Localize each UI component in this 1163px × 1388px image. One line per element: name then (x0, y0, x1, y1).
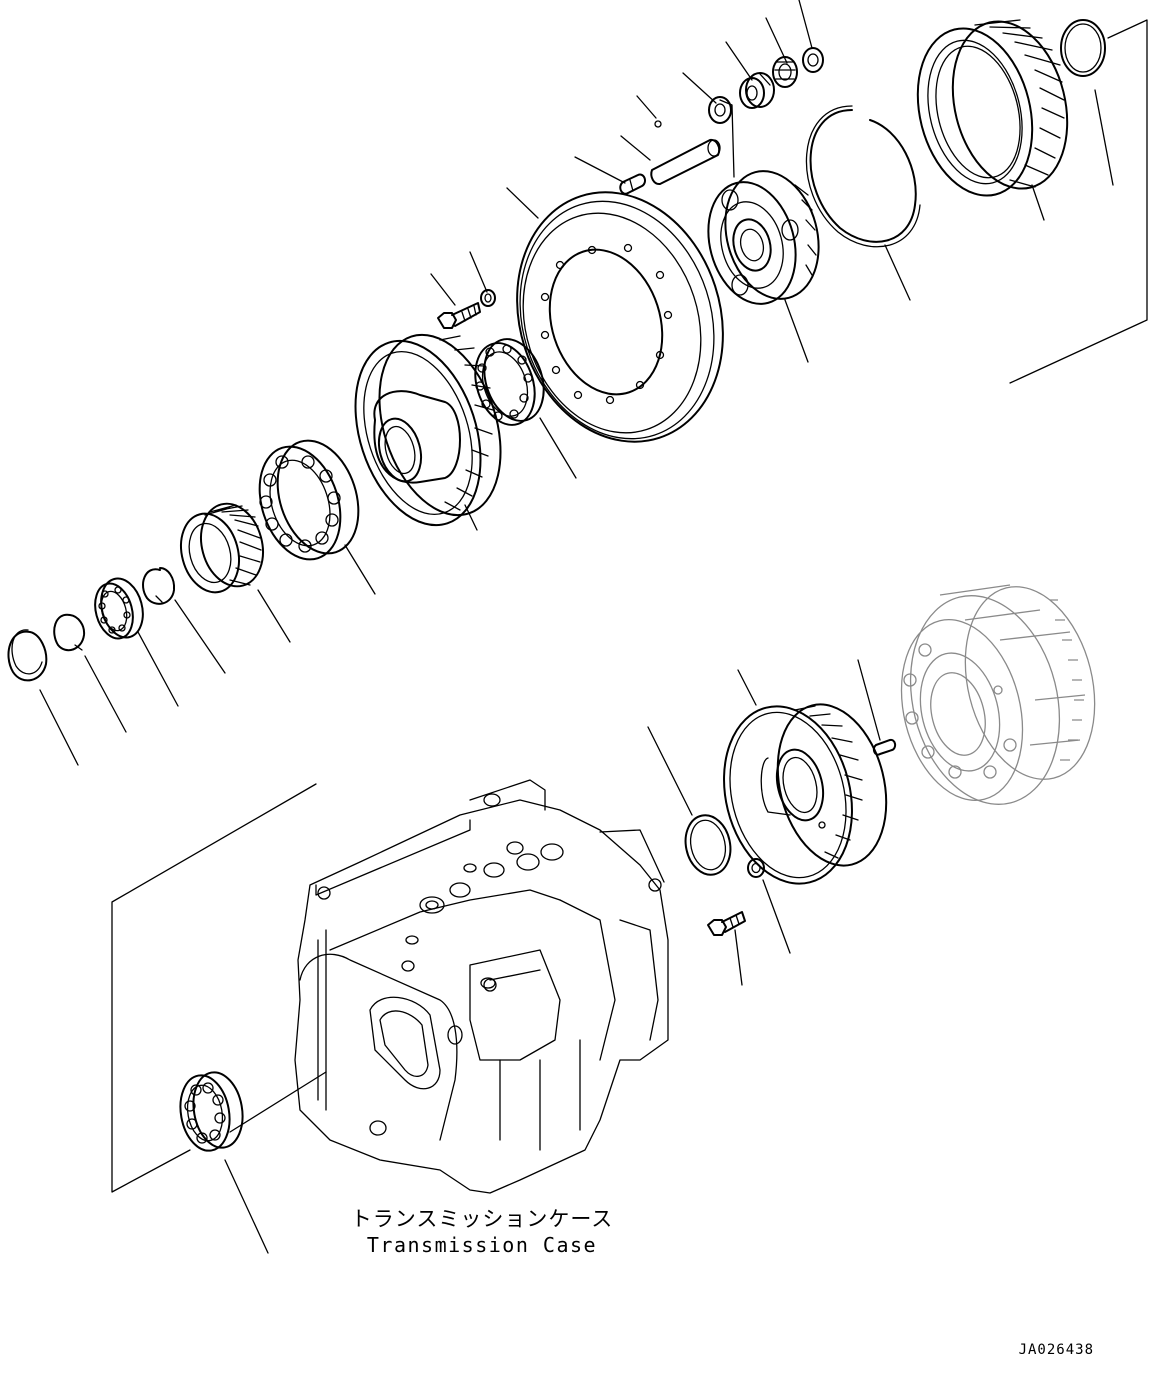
pinion-gear-small (739, 72, 775, 109)
transmission-case (294, 779, 669, 1194)
thrust-washer-small (708, 96, 732, 124)
washer-upper (480, 289, 496, 307)
large-snap-ring (805, 105, 921, 248)
lower-bracket-lines (111, 783, 317, 1193)
gear-hub-lower (723, 703, 888, 885)
washer-lower (747, 858, 765, 878)
case-label-en: Transmission Case (367, 1233, 597, 1257)
ring-gear-upper (916, 19, 1069, 197)
dowel-pin-small (619, 173, 646, 195)
bearing-case-roller (179, 1071, 244, 1152)
ball-small (654, 120, 662, 128)
bearing-mid (474, 338, 545, 426)
bolt-upper (437, 302, 481, 329)
leader-lines (39, 0, 1114, 1254)
bolt-lower (707, 911, 746, 936)
sun-gear-hub (354, 333, 502, 527)
gear-small-spline (180, 502, 264, 594)
carrier-plate-bolt-holes (540, 243, 673, 405)
snap-ring-c-3 (7, 629, 48, 682)
snap-ring-lower (684, 814, 732, 876)
dowel-pin-lower (872, 738, 897, 756)
bearing-large-roller (258, 439, 360, 561)
upper-bracket-lines (1009, 19, 1148, 384)
bearing-small-left (94, 577, 144, 640)
snap-ring-far-right (1060, 19, 1106, 77)
case-label-ja: トランスミッションケース (351, 1207, 614, 1231)
needle-bearing-small (772, 56, 798, 88)
snap-ring-c-2 (53, 613, 86, 652)
planet-carrier (707, 170, 820, 305)
snap-ring-small-top (802, 47, 824, 73)
drawing-id: JA026438 (1019, 1342, 1094, 1358)
carrier-plate (516, 191, 724, 443)
clutch-housing-ghost (900, 584, 1096, 805)
shaft-pin (650, 138, 721, 186)
snap-ring-c-1 (142, 567, 176, 605)
